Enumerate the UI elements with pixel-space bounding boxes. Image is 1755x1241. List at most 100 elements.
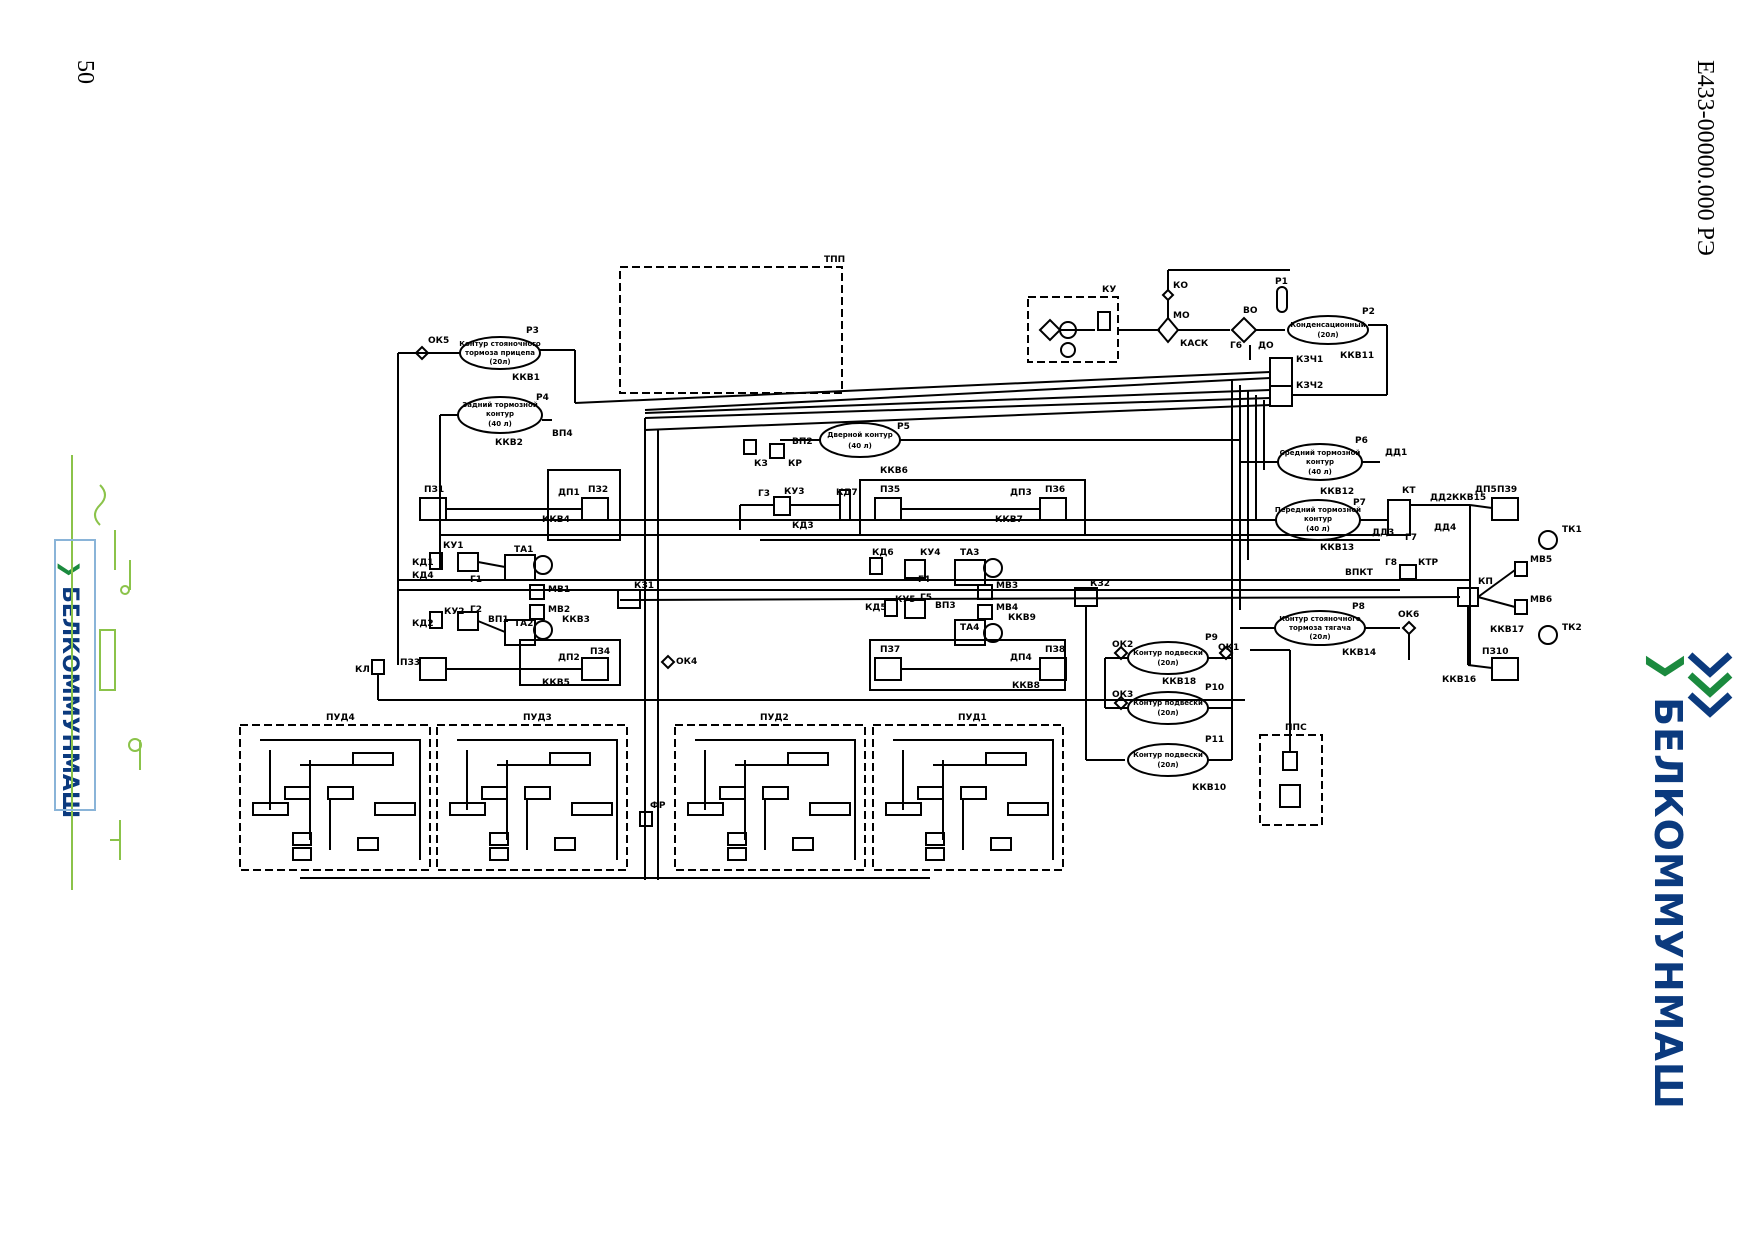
- label-ok1: ОК1: [1218, 643, 1239, 653]
- chamber-ta2-head: [533, 620, 553, 640]
- spring-chamber-tk1: [1538, 530, 1558, 550]
- label-ku3: КУ3: [784, 487, 805, 497]
- label-vp4: ВП4: [552, 429, 573, 439]
- label-pud2: ПУД2: [760, 713, 789, 723]
- label-g4: Г4: [918, 575, 930, 585]
- pud3-internals: [449, 739, 618, 861]
- r5-text-2: (40 л): [848, 442, 872, 450]
- label-r7: Р7: [1353, 498, 1366, 508]
- label-ku4: КУ4: [920, 548, 941, 558]
- label-kt: КТ: [1402, 486, 1416, 496]
- r3-text-2: тормоза прицепа: [465, 349, 535, 357]
- label-kd3: КД3: [792, 521, 814, 531]
- label-pz10: ПЗ10: [1482, 647, 1508, 657]
- valve-kd6: [869, 557, 883, 575]
- filter-icon: [1038, 318, 1062, 342]
- valve-vp2: [769, 443, 785, 459]
- brand-banner-frame: [54, 539, 96, 811]
- label-kd6: КД6: [872, 548, 894, 558]
- label-mv5: МВ5: [1530, 555, 1552, 565]
- valve-mv3: [977, 584, 993, 600]
- valve-mv5: [1514, 561, 1528, 577]
- r4-text-3: (40 л): [488, 420, 512, 428]
- receiver-r9: [1127, 641, 1209, 675]
- label-kkv4: ККВ4: [542, 515, 570, 525]
- r5-text-1: Дверной контур: [827, 431, 892, 439]
- label-pud1: ПУД1: [958, 713, 987, 723]
- r9-text-1: Контур подвески: [1133, 649, 1203, 657]
- distribution-valve-kzch1: [1269, 357, 1293, 387]
- r10-text-2: (20л): [1157, 709, 1178, 717]
- r7-text-1: Передний тормозной: [1275, 506, 1361, 514]
- check-valve-ok4-icon: [660, 654, 676, 670]
- label-mv6: МВ6: [1530, 595, 1552, 605]
- r2-text-2: (20л): [1317, 331, 1338, 339]
- label-ok2: ОК2: [1112, 640, 1133, 650]
- oil-separator-icon: [1156, 316, 1180, 344]
- label-pz1: ПЗ1: [424, 485, 444, 495]
- label-kkv1: ККВ1: [512, 373, 540, 383]
- valve-kd5: [884, 599, 898, 617]
- label-pz8: ПЗ8: [1045, 645, 1065, 655]
- label-r11: Р11: [1205, 735, 1224, 745]
- brand-banner-decoration: [71, 455, 142, 890]
- receiver-r10: [1127, 691, 1209, 725]
- label-mv3: МВ3: [996, 581, 1018, 591]
- label-ta2: ТА2: [514, 619, 533, 629]
- label-r4: Р4: [536, 393, 549, 403]
- unloader-valve-icon: [1097, 311, 1111, 331]
- label-pz7: ПЗ7: [880, 645, 900, 655]
- label-kd2: КД2: [412, 619, 434, 629]
- brake-chamber-pz6: [1039, 497, 1067, 521]
- brake-valve-kt: [1387, 499, 1411, 536]
- receiver-r11: [1127, 743, 1209, 777]
- label-kkv16: ККВ16: [1442, 675, 1476, 685]
- relay-valve-kp: [1457, 587, 1479, 607]
- label-r9: Р9: [1205, 633, 1218, 643]
- label-ku1: КУ1: [443, 541, 464, 551]
- valve-kz1: [617, 589, 641, 609]
- chamber-ta1-head: [533, 555, 553, 575]
- label-kask: КАСК: [1180, 339, 1209, 349]
- label-kd4: КД4: [412, 571, 434, 581]
- label-g2: Г2: [470, 605, 482, 615]
- pud2-block: [674, 724, 866, 871]
- brake-chamber-pz4: [581, 657, 609, 681]
- distribution-valve-kzch2: [1269, 385, 1293, 407]
- valve-kd1: [429, 552, 443, 570]
- label-kkv13: ККВ13: [1320, 543, 1354, 553]
- label-kz2: КЗ2: [1090, 579, 1110, 589]
- valve-kd2: [429, 611, 443, 629]
- brake-chamber-pz10: [1491, 657, 1519, 681]
- air-dryer-icon: [1230, 316, 1258, 344]
- label-ko: КО: [1173, 281, 1188, 291]
- label-g6: Г6: [1230, 341, 1242, 351]
- tpp-block: [619, 266, 843, 394]
- motor-icon: [1060, 342, 1076, 358]
- r8-text-2: тормоза тягача: [1289, 624, 1351, 632]
- label-ku5: КУ5: [895, 595, 916, 605]
- label-dd3: ДД3: [1372, 528, 1394, 538]
- label-g7: Г7: [1405, 533, 1417, 543]
- label-kkv7: ККВ7: [995, 515, 1023, 525]
- label-tpp: ТПП: [824, 255, 845, 265]
- relay-valve-ku5: [904, 599, 926, 619]
- valve-mv2: [529, 604, 545, 620]
- label-kkv2: ККВ2: [495, 438, 523, 448]
- r11-text-2: (20л): [1157, 761, 1178, 769]
- brake-chamber-pz5: [874, 497, 902, 521]
- check-valve-ok1-icon: [1218, 645, 1234, 661]
- brake-chamber-pz3: [419, 657, 447, 681]
- r6-text-3: (40 л): [1308, 468, 1332, 476]
- check-valve-ok3-icon: [1113, 695, 1129, 711]
- label-pz6: ПЗ6: [1045, 485, 1065, 495]
- pud1-block: [872, 724, 1064, 871]
- valve-kd7: [839, 489, 851, 521]
- r7-text-2: контур: [1304, 515, 1332, 523]
- valve-ktr: [1399, 564, 1417, 580]
- label-r6: Р6: [1355, 436, 1368, 446]
- valve-mv6: [1514, 599, 1528, 615]
- axle-frame-front: [547, 469, 621, 541]
- label-kkv10: ККВ10: [1192, 783, 1226, 793]
- label-kkv15: ККВ15: [1452, 493, 1486, 503]
